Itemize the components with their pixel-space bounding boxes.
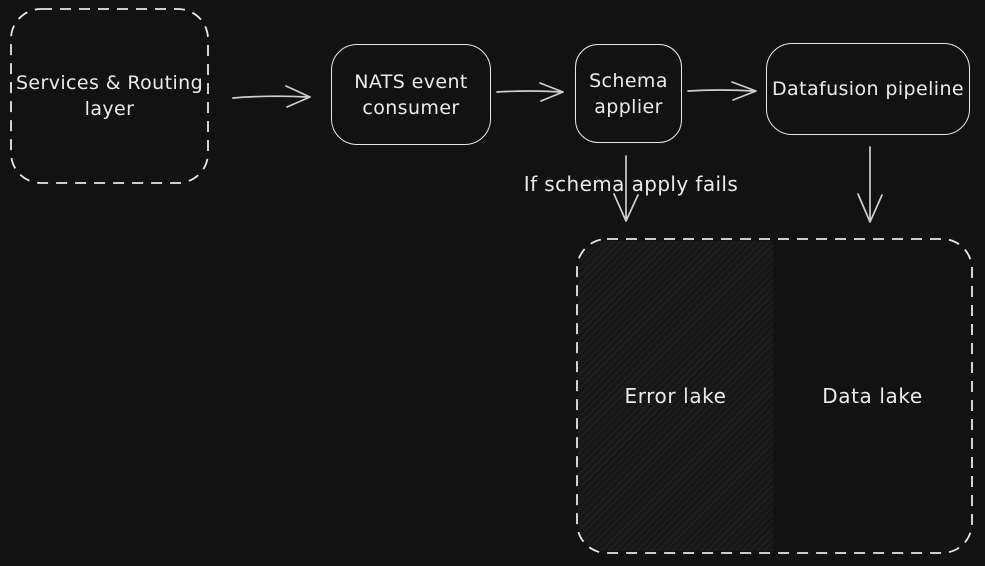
arrow-services-to-nats bbox=[232, 85, 311, 108]
node-label-line: layer bbox=[84, 98, 135, 120]
arrow-schema-to-datafusion bbox=[687, 81, 757, 101]
node-label-line: NATS event bbox=[354, 70, 468, 93]
error-lake-label: Error lake bbox=[624, 384, 727, 408]
data-lake-label: Data lake bbox=[822, 384, 923, 408]
node-schema-applier: Schema applier bbox=[575, 44, 682, 143]
node-label-line: Datafusion pipeline bbox=[772, 78, 964, 100]
arrow-datafusion-to-data-lake bbox=[857, 146, 883, 223]
node-label-line: Services & Routing bbox=[15, 72, 204, 94]
node-services-routing-layer: Services & Routing layer bbox=[10, 8, 209, 184]
node-label-line: applier bbox=[594, 95, 663, 118]
node-datafusion-pipeline: Datafusion pipeline bbox=[766, 43, 970, 135]
node-label-line: Schema bbox=[589, 69, 668, 92]
edge-condition-label: If schema apply fails bbox=[523, 172, 739, 196]
arrow-nats-to-schema bbox=[496, 82, 564, 102]
node-nats-event-consumer: NATS event consumer bbox=[331, 44, 491, 145]
node-label-line: consumer bbox=[362, 96, 460, 119]
